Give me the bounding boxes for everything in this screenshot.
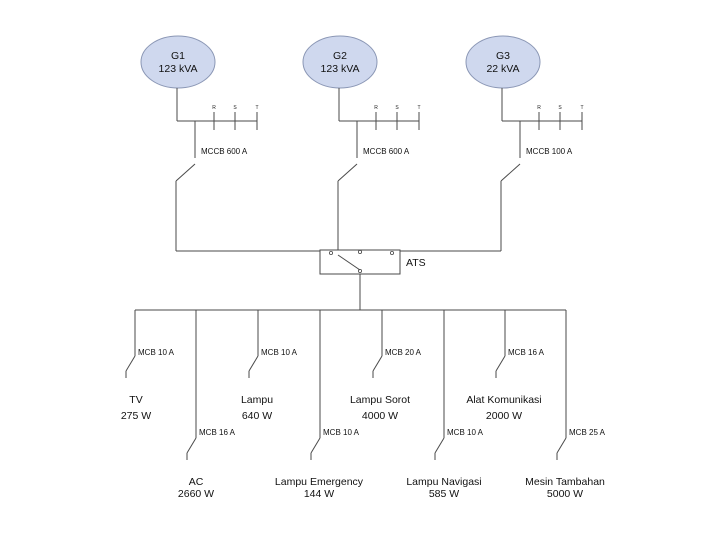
- lower-load-2-power: 144 W: [304, 488, 334, 500]
- lower-load-2-breaker-label: MCB 10 A: [323, 428, 360, 437]
- upper-load-4-breaker-contact: [495, 355, 506, 372]
- ats-terminal-1: [328, 250, 333, 255]
- generator-2-phase-r-label: R: [374, 105, 378, 111]
- generator-3-rating: 22 kVA: [486, 63, 519, 75]
- generator-2-phase-t-label: T: [417, 105, 420, 111]
- upper-load-1-breaker-label: MCB 10 A: [138, 348, 175, 357]
- generator-3-phase-t-label: T: [580, 105, 583, 111]
- ats-label: ATS: [406, 257, 426, 269]
- ats-switch-blade: [337, 254, 361, 271]
- generator-1-id: G1: [171, 50, 185, 62]
- generator-2-phase-s-label: S: [395, 105, 399, 111]
- generator-1-rating: 123 kVA: [159, 63, 198, 75]
- lower-load-1-name: AC: [189, 476, 204, 488]
- upper-load-4-power: 2000 W: [486, 410, 522, 422]
- ats-terminal-2: [357, 249, 362, 254]
- generator-3-id: G3: [496, 50, 510, 62]
- generator-3-phase-s-label: S: [558, 105, 562, 111]
- lower-load-3-breaker-contact: [434, 437, 445, 454]
- upper-load-4-breaker-label: MCB 16 A: [508, 348, 545, 357]
- generator-3-mccb-contact: [500, 163, 521, 182]
- upper-load-2-power: 640 W: [242, 410, 272, 422]
- lower-load-1-power: 2660 W: [178, 488, 214, 500]
- generator-3-mccb-label: MCCB 100 A: [526, 147, 573, 156]
- lower-load-3-name: Lampu Navigasi: [406, 476, 481, 488]
- lower-load-4-power: 5000 W: [547, 488, 583, 500]
- generator-1-phase-r-label: R: [212, 105, 216, 111]
- upper-load-4-name: Alat Komunikasi: [466, 394, 541, 406]
- ats-terminal-3: [389, 250, 394, 255]
- upper-load-3-name: Lampu Sorot: [350, 394, 410, 406]
- lower-load-4-breaker-contact: [556, 437, 567, 454]
- generator-1-mccb-contact: [175, 163, 196, 182]
- upper-load-2-name: Lampu: [241, 394, 273, 406]
- lower-load-1-breaker-contact: [186, 437, 197, 454]
- lower-load-2-breaker-contact: [310, 437, 321, 454]
- lower-load-4-name: Mesin Tambahan: [525, 476, 605, 488]
- generator-1-mccb-label: MCCB 600 A: [201, 147, 248, 156]
- generator-3-circle: [465, 35, 541, 89]
- lower-load-1-breaker-label: MCB 16 A: [199, 428, 236, 437]
- generator-2-id: G2: [333, 50, 347, 62]
- generator-2-mccb-contact: [337, 163, 358, 182]
- generator-2-circle: [302, 35, 378, 89]
- upper-load-1-power: 275 W: [121, 410, 151, 422]
- upper-load-3-breaker-contact: [372, 355, 383, 372]
- upper-load-2-breaker-label: MCB 10 A: [261, 348, 298, 357]
- lower-load-3-power: 585 W: [429, 488, 459, 500]
- generator-2-rating: 123 kVA: [321, 63, 360, 75]
- lower-load-3-breaker-label: MCB 10 A: [447, 428, 484, 437]
- generator-3-phase-r-label: R: [537, 105, 541, 111]
- generator-2-mccb-label: MCCB 600 A: [363, 147, 410, 156]
- lower-load-4-breaker-label: MCB 25 A: [569, 428, 606, 437]
- generator-1-phase-s-label: S: [233, 105, 237, 111]
- upper-load-3-power: 4000 W: [362, 410, 398, 422]
- upper-load-1-name: TV: [129, 394, 142, 406]
- generator-1-phase-t-label: T: [255, 105, 258, 111]
- upper-load-3-breaker-label: MCB 20 A: [385, 348, 422, 357]
- upper-load-2-breaker-contact: [248, 355, 259, 372]
- generator-1-circle: [140, 35, 216, 89]
- lower-load-2-name: Lampu Emergency: [275, 476, 364, 488]
- upper-load-1-breaker-contact: [125, 355, 136, 372]
